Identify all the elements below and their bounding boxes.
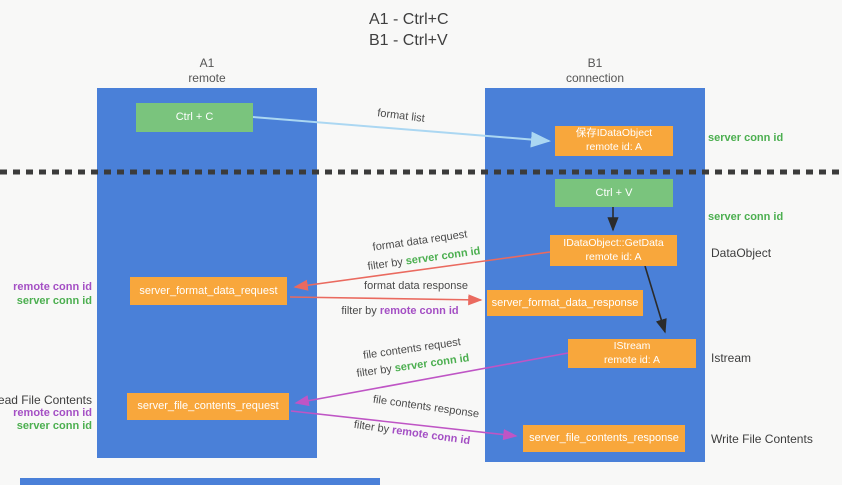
filter-by-text: filter by — [366, 256, 404, 273]
remote-conn-id-text: remote conn id — [379, 305, 459, 317]
write-file-contents-annotation: Write File Contents — [711, 432, 813, 446]
getdata-box: IDataObject::GetData remote id: A — [550, 235, 677, 266]
getdata-line2: remote id: A — [585, 250, 642, 263]
istream-line2: remote id: A — [603, 353, 661, 366]
filter-by-text: filter by — [355, 363, 393, 380]
format-data-response-arrow — [289, 294, 483, 306]
istream-annotation: Istream — [711, 351, 752, 365]
remote-conn-id-annotation-format: remote conn id — [13, 281, 92, 293]
server-file-contents-request-box: server_file_contents_request — [127, 393, 289, 420]
dataobject-annotation: DataObject — [711, 246, 772, 260]
horizontal-scrollbar[interactable] — [20, 478, 380, 485]
save-dataobject-box: 保存IDataObject remote id: A — [555, 126, 673, 156]
istream-box: IStream remote id: A — [568, 339, 696, 368]
ctrl-c-box: Ctrl + C — [136, 103, 253, 132]
ctrl-v-label: Ctrl + V — [595, 186, 633, 199]
ctrl-v-box: Ctrl + V — [555, 179, 673, 207]
column-a1-subtitle: remote — [188, 71, 226, 85]
diagram-title: A1 - Ctrl+C B1 - Ctrl+V — [369, 9, 449, 51]
title-line-b1: B1 - Ctrl+V — [369, 32, 448, 49]
format-data-response-label: format data response — [364, 280, 468, 292]
file-contents-response-label: file contents response — [372, 393, 480, 421]
server-file-contents-response-box: server_file_contents_response — [523, 425, 685, 452]
server-file-contents-response-label: server_file_contents_response — [529, 432, 679, 445]
server-conn-id-annotation-format: server conn id — [16, 295, 92, 307]
column-header-a1: A1 remote — [97, 56, 317, 86]
remote-conn-id-text: remote conn id — [391, 424, 471, 448]
column-a1-name: A1 — [199, 56, 215, 70]
server-file-contents-request-label: server_file_contents_request — [137, 400, 279, 413]
server-conn-id-text: server conn id — [404, 245, 482, 268]
save-dataobject-line2: remote id: A — [585, 141, 643, 153]
server-format-data-request-label: server_format_data_request — [139, 284, 278, 297]
format-response-filter-label: filter by remote conn id — [341, 305, 458, 317]
server-conn-id-annotation-mid: server conn id — [708, 211, 784, 223]
remote-conn-id-annotation-file: remote conn id — [13, 407, 92, 419]
ctrl-c-label: Ctrl + C — [175, 111, 214, 124]
getdata-line1: IDataObject::GetData — [563, 236, 664, 249]
server-conn-id-annotation-top: server conn id — [708, 132, 784, 144]
server-conn-id-annotation-file: server conn id — [16, 420, 92, 432]
file-response-filter-label: filter by remote conn id — [353, 419, 471, 447]
column-b1-subtitle: connection — [565, 71, 625, 85]
save-dataobject-line1: 保存IDataObject — [575, 127, 653, 140]
filter-by-text: filter by — [341, 305, 377, 317]
column-b1-name: B1 — [587, 56, 603, 70]
title-line-a1: A1 - Ctrl+C — [369, 11, 449, 28]
istream-line1: IStream — [613, 339, 651, 352]
format-list-label: format list — [376, 107, 426, 125]
server-format-data-response-box: server_format_data_response — [487, 290, 643, 316]
column-header-b1: B1 connection — [485, 56, 705, 86]
filter-by-text: filter by — [353, 418, 390, 436]
read-file-contents-annotation: Read File Contents — [0, 393, 92, 407]
server-format-data-request-box: server_format_data_request — [130, 277, 287, 305]
server-format-data-response-label: server_format_data_response — [491, 296, 639, 309]
